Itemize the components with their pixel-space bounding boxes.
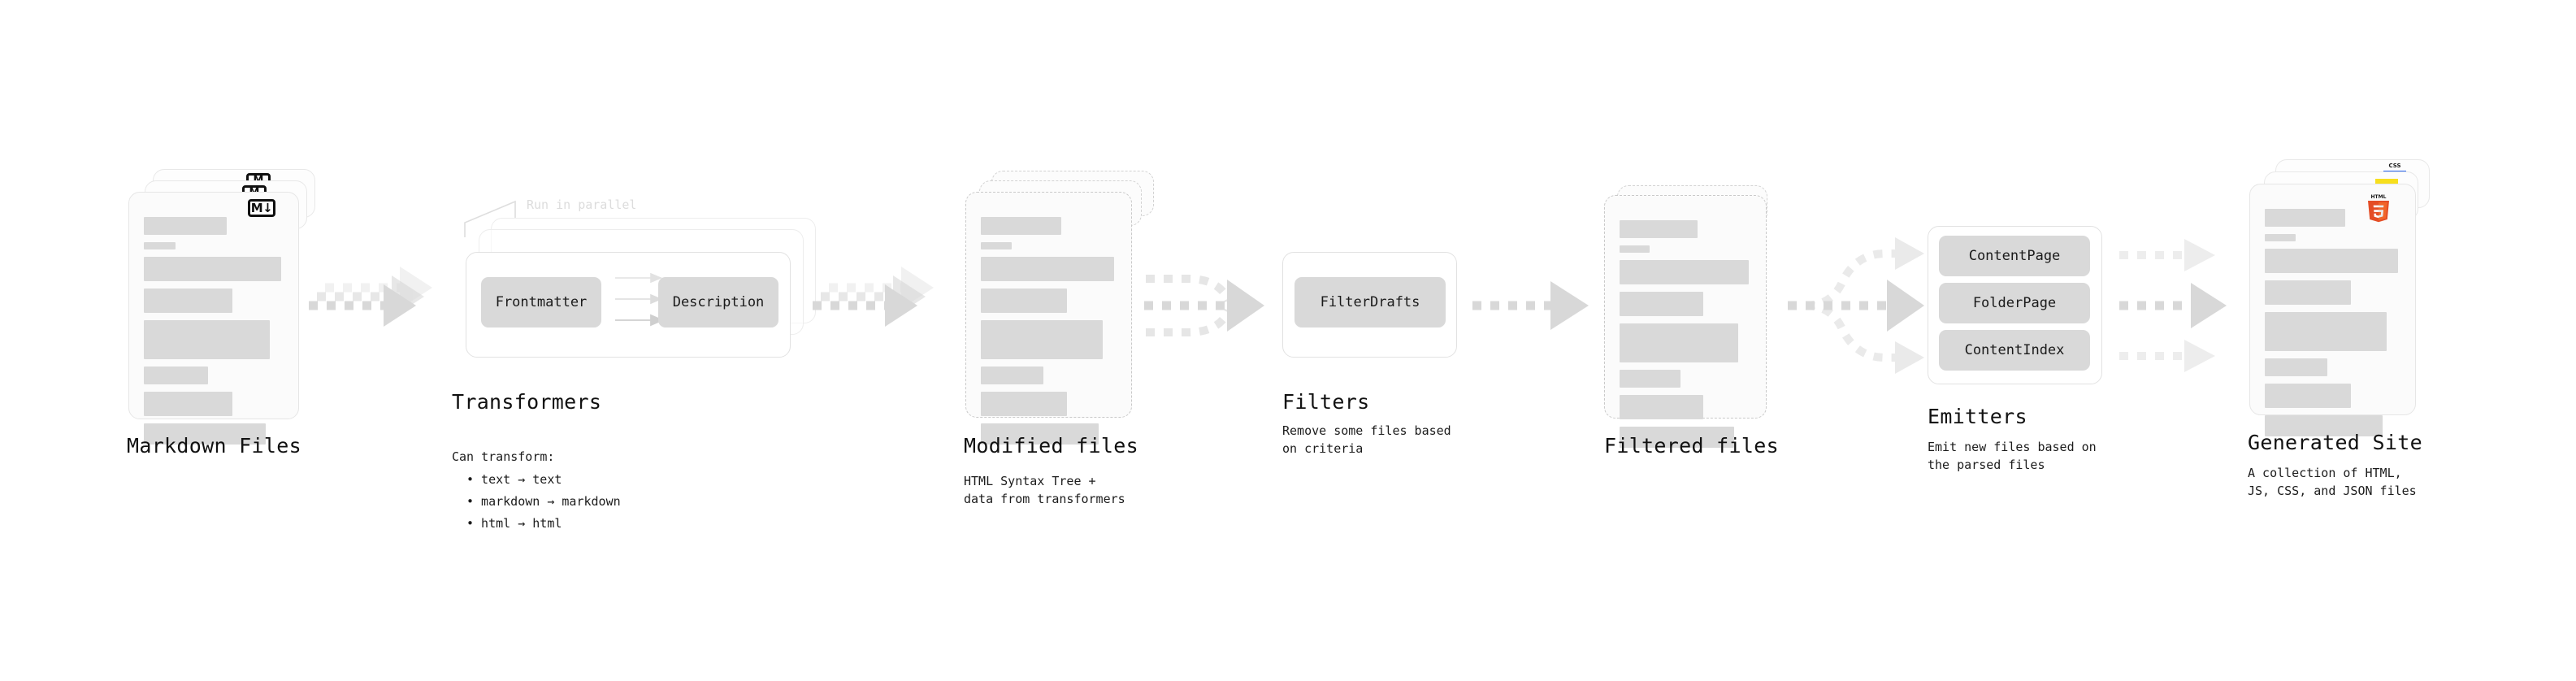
doc-bar [2265, 209, 2346, 227]
transformer-pill-frontmatter[interactable]: Frontmatter [481, 277, 601, 327]
doc-bar [2265, 280, 2352, 305]
css-badge-text: CSS [2388, 163, 2401, 169]
filters-subtitle: Remove some files based on criteria [1282, 423, 1451, 456]
doc-bar [144, 288, 233, 313]
doc-bar [1620, 260, 1750, 284]
emitters-subtitle: Emit new files based on the parsed files [1928, 440, 2097, 472]
doc-bar [981, 217, 1062, 235]
transformer-pill-frontmatter-label: Frontmatter [495, 294, 588, 310]
connector-modified-to-filters [1144, 275, 1264, 336]
modified-files-title: Modified files [964, 434, 1138, 458]
doc-bar [2265, 415, 2383, 436]
transformers-bullet-2: • html → html [466, 516, 562, 531]
connector-filters-to-filtered [1472, 281, 1589, 330]
doc-bar [144, 257, 281, 281]
doc-bar [1620, 292, 1703, 316]
emitter-pill-contentpage[interactable]: ContentPage [1939, 236, 2090, 276]
filtered-files-title: Filtered files [1604, 434, 1779, 458]
modified-card-bars [981, 217, 1120, 452]
connector-emitters-to-site [2119, 239, 2227, 372]
doc-bar [2265, 358, 2327, 376]
markdown-logo-text: M↓ [250, 200, 273, 215]
emitter-pill-folderpage-label: FolderPage [1972, 295, 2057, 311]
doc-bar [2265, 249, 2399, 273]
transformers-title: Transformers [452, 390, 602, 414]
filtered-card-front [1604, 195, 1767, 448]
doc-bar [981, 320, 1104, 359]
site-card-bars [2265, 209, 2404, 444]
modified-files-subtitle: HTML Syntax Tree + data from transformer… [964, 474, 1125, 506]
transformer-inner-arrows [615, 272, 665, 327]
doc-bar [2265, 234, 2296, 241]
emitter-pill-folderpage[interactable]: FolderPage [1939, 283, 2090, 323]
modified-card-front [965, 192, 1132, 445]
filter-pill-filterdrafts[interactable]: FilterDrafts [1295, 277, 1446, 327]
doc-bar [1620, 245, 1650, 253]
generated-site-subtitle: A collection of HTML, JS, CSS, and JSON … [2248, 466, 2417, 498]
doc-bar [144, 392, 233, 416]
emitter-pill-contentindex-label: ContentIndex [1964, 342, 2065, 358]
doc-bar [981, 367, 1043, 384]
emitter-pill-contentindex[interactable]: ContentIndex [1939, 330, 2090, 371]
doc-bar [144, 367, 209, 384]
transformer-pill-description-label: Description [672, 294, 765, 310]
run-in-parallel-annotation: Run in parallel [527, 197, 637, 212]
doc-bar [1620, 395, 1703, 419]
transformers-bullet-0: • text → text [466, 472, 562, 487]
doc-bar [1620, 427, 1735, 448]
transformer-pill-description[interactable]: Description [658, 277, 778, 327]
svg-text:HTML: HTML [2371, 194, 2387, 200]
connector-markdown-to-transformers [309, 267, 432, 327]
doc-bar [144, 242, 176, 249]
doc-bar [144, 217, 228, 235]
markdown-files-title: Markdown Files [127, 434, 301, 458]
doc-bar [2265, 312, 2387, 351]
site-card-front [2249, 184, 2416, 436]
doc-bar [981, 257, 1115, 281]
filtered-card-bars [1620, 220, 1754, 455]
markdown-card-front [128, 192, 299, 445]
generated-site-title: Generated Site [2248, 431, 2422, 454]
doc-bar [2265, 384, 2352, 408]
markdown-card-bars [144, 217, 287, 452]
markdown-logo-icon: M↓ [248, 199, 275, 217]
doc-bar [981, 242, 1012, 249]
html5-badge: HTML [2366, 193, 2391, 223]
doc-bar [1620, 323, 1739, 362]
connector-filtered-to-emitters [1788, 237, 1924, 374]
doc-bar [144, 423, 266, 445]
transformers-subtitle-intro: Can transform: [452, 449, 555, 464]
filter-pill-filterdrafts-label: FilterDrafts [1320, 294, 1420, 310]
transformers-bullet-1: • markdown → markdown [466, 494, 621, 509]
doc-bar [981, 423, 1099, 445]
doc-bar [981, 392, 1068, 416]
run-in-parallel-bracket [464, 200, 516, 237]
doc-bar [144, 320, 270, 359]
doc-bar [981, 288, 1068, 313]
doc-bar [1620, 220, 1698, 238]
emitters-title: Emitters [1928, 405, 2027, 428]
connector-transformers-to-modified [813, 267, 934, 327]
emitter-pill-contentpage-label: ContentPage [1968, 248, 2061, 264]
filters-title: Filters [1282, 390, 1370, 414]
doc-bar [1620, 370, 1680, 388]
